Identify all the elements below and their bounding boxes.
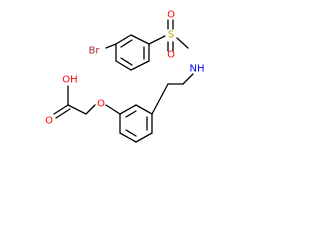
- bond: [182, 73, 194, 85]
- atom-label-sulfonyl-oxygen-top: O: [167, 10, 175, 21]
- bond: [85, 104, 96, 115]
- bond: [148, 35, 166, 45]
- bond: [125, 110, 137, 118]
- bond: [115, 34, 132, 45]
- bond: [55, 108, 71, 119]
- bromophenyl-ring: [115, 34, 150, 71]
- atom-label-ether-oxygen: O: [97, 99, 105, 110]
- atom-label-sulfonyl-oxygen-bottom: O: [167, 50, 175, 61]
- atom-label-nh: NH: [190, 64, 205, 75]
- phenoxy-ring: [119, 104, 153, 143]
- atom-label-hydroxyl: OH: [62, 75, 77, 86]
- bond: [120, 57, 133, 66]
- bond: [105, 43, 117, 49]
- bond: [119, 132, 137, 143]
- bond: [115, 60, 132, 71]
- bond: [130, 34, 150, 45]
- bond: [130, 60, 150, 71]
- bond: [176, 37, 189, 49]
- bond: [135, 104, 153, 115]
- atom-label-br: Br: [89, 46, 101, 57]
- bond: [120, 39, 133, 48]
- atom-label-sulfur: S: [168, 30, 174, 41]
- atom-label-carbonyl-oxygen: O: [45, 116, 53, 127]
- oxyacetic-acid-group: [53, 85, 121, 119]
- bond: [151, 83, 169, 115]
- bond: [135, 132, 153, 143]
- bond: [53, 104, 69, 115]
- bond: [125, 129, 137, 137]
- bond: [105, 104, 121, 115]
- bond: [67, 104, 87, 115]
- chemical-structure-diagram: Br S O O NH OH O O: [45, 10, 205, 143]
- sulfonyl-group: [148, 19, 189, 52]
- ethyl-linker: [151, 73, 194, 115]
- bond: [119, 104, 137, 115]
